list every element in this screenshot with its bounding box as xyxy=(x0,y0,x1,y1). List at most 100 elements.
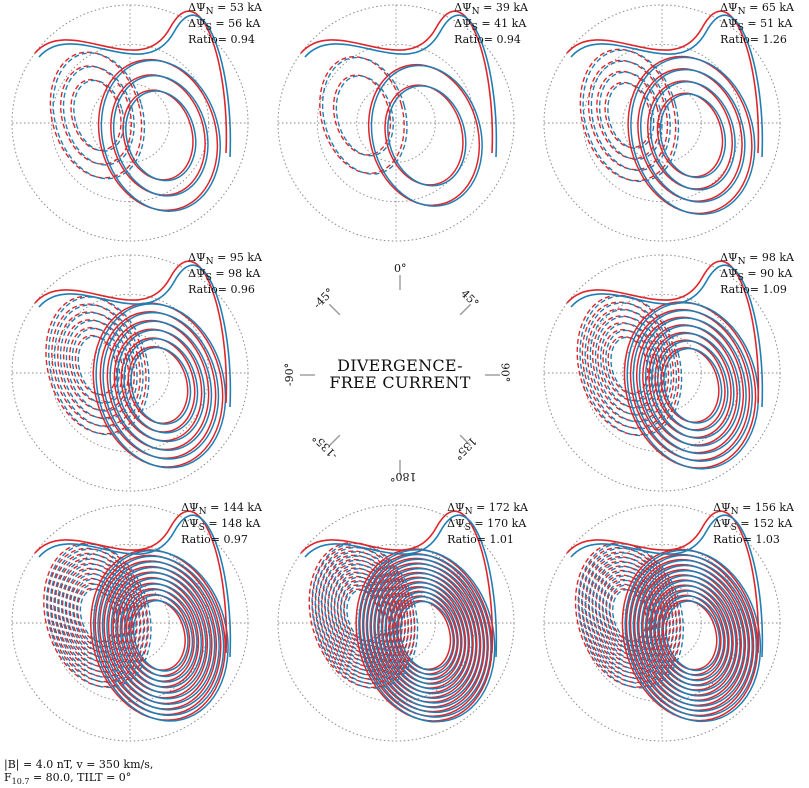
outer-ring xyxy=(11,504,249,742)
boundary-north xyxy=(566,260,760,404)
contour-north-dashed xyxy=(46,547,146,683)
delta-psi-s: 90 kA xyxy=(760,267,793,281)
ratio-value: 1.26 xyxy=(762,33,787,47)
contour-north-solid xyxy=(106,319,210,451)
contour-south-solid xyxy=(92,549,229,722)
contour-south-solid xyxy=(101,561,220,711)
contour-south-solid xyxy=(102,311,220,460)
stats-box: ΔΨN = 156 kA ΔΨS = 152 kA Ratio= 1.03 xyxy=(713,501,794,547)
contour-south-dashed xyxy=(584,552,678,680)
outer-ring xyxy=(543,4,781,242)
boundary-south xyxy=(38,514,232,658)
contour-north-solid xyxy=(647,80,733,190)
panel-7: ΔΨN = 172 kA ΔΨS = 170 kA Ratio= 1.01 xyxy=(274,502,534,752)
stats-box: ΔΨN = 144 kA ΔΨS = 148 kA Ratio= 0.97 xyxy=(181,501,262,547)
contour-north-solid xyxy=(635,316,745,454)
contour-north-solid xyxy=(103,565,213,705)
contour-south-dashed xyxy=(610,336,652,395)
contour-south-dashed xyxy=(71,327,126,404)
contour-north-solid xyxy=(384,84,464,186)
polar-plot xyxy=(277,504,515,742)
contour-north-solid xyxy=(120,337,196,433)
outer-ring xyxy=(543,504,781,742)
panel-6: ΔΨN = 144 kA ΔΨS = 148 kA Ratio= 0.97 xyxy=(8,502,268,752)
contour-south-dashed xyxy=(59,312,138,420)
contour-north-dashed xyxy=(308,541,416,689)
contour-south-solid xyxy=(644,324,741,447)
boundary-north xyxy=(300,510,494,654)
delta-psi-s: 56 kA xyxy=(228,17,261,31)
contour-north-dashed xyxy=(585,556,671,674)
contour-north-solid xyxy=(381,581,467,689)
delta-psi-n: 144 kA xyxy=(222,501,262,514)
delta-psi-s: 148 kA xyxy=(221,517,261,531)
contour-south-solid xyxy=(109,320,213,452)
contour-south-solid xyxy=(100,59,221,212)
contour-north-dashed xyxy=(49,51,143,179)
contour-south-solid xyxy=(128,594,194,678)
contour-south-dashed xyxy=(311,542,419,689)
delta-psi-n: 95 kA xyxy=(229,251,262,264)
contour-south-solid xyxy=(632,309,753,462)
contour-south-dashed xyxy=(577,543,684,689)
contour-south-solid xyxy=(388,586,466,685)
contour-south-dashed xyxy=(62,66,135,166)
ratio-value: 1.03 xyxy=(755,533,780,547)
boundary-south xyxy=(38,264,232,408)
contour-south-solid xyxy=(369,563,485,709)
stats-box: ΔΨN = 39 kA ΔΨS = 41 kA Ratio= 0.94 xyxy=(454,1,528,47)
contour-south-solid xyxy=(380,577,473,695)
stats-box: ΔΨN = 172 kA ΔΨS = 170 kA Ratio= 1.01 xyxy=(447,501,528,547)
contour-south-solid xyxy=(653,585,733,687)
contour-north-solid xyxy=(629,558,751,712)
footer-line-2: F10.7 = 80.0, TILT = 0° xyxy=(4,771,132,787)
contour-north-solid xyxy=(637,68,743,202)
delta-psi-n: 98 kA xyxy=(761,251,794,264)
contour-north-dashed xyxy=(318,554,406,676)
boundary-south xyxy=(570,264,764,408)
panel-3: ΔΨN = 65 kA ΔΨS = 51 kA Ratio= 1.26 xyxy=(540,2,800,252)
angle-label-neg45: -45° xyxy=(310,285,337,312)
angle-label-0: 0° xyxy=(394,262,407,275)
contour-south-solid xyxy=(370,64,483,207)
contour-south-solid xyxy=(644,574,741,697)
contour-south-dashed xyxy=(73,79,125,152)
contour-south-solid xyxy=(125,90,197,182)
contour-north-solid xyxy=(377,576,471,694)
outer-ring xyxy=(11,254,249,492)
delta-psi-n: 65 kA xyxy=(761,1,794,14)
boundary-south xyxy=(570,14,764,158)
contour-south-solid xyxy=(657,340,729,432)
contour-north-solid xyxy=(97,58,219,212)
contour-north-solid xyxy=(110,74,206,196)
contour-north-solid xyxy=(627,55,753,215)
footer-line-1: |B| = 4.0 nT, v = 350 km/s, xyxy=(4,758,154,771)
contour-south-dashed xyxy=(594,316,667,416)
stats-box: ΔΨN = 98 kA ΔΨS = 90 kA Ratio= 1.09 xyxy=(720,251,794,297)
contour-north-solid xyxy=(646,579,734,691)
delta-psi-s: 51 kA xyxy=(760,17,793,31)
contour-south-dashed xyxy=(49,548,148,684)
contour-south-dashed xyxy=(581,547,681,684)
contour-north-solid xyxy=(359,552,489,718)
boundary-north xyxy=(300,10,494,154)
polar-plot xyxy=(543,4,781,242)
contour-south-solid xyxy=(384,581,470,690)
contour-south-dashed xyxy=(607,82,655,150)
boundary-north xyxy=(566,10,760,154)
contour-south-dashed xyxy=(579,295,683,437)
contour-north-solid xyxy=(130,599,186,671)
contour-south-dashed xyxy=(53,553,145,679)
boundary-north xyxy=(34,260,228,404)
contour-north-dashed xyxy=(314,550,410,680)
contour-north-solid xyxy=(385,585,463,685)
stats-box: ΔΨN = 65 kA ΔΨS = 51 kA Ratio= 1.26 xyxy=(720,1,794,47)
contour-south-solid xyxy=(361,553,492,718)
delta-psi-s: 41 kA xyxy=(494,17,527,31)
contour-south-dashed xyxy=(53,304,144,428)
delta-psi-n: 39 kA xyxy=(495,1,528,14)
contour-south-solid xyxy=(624,549,762,723)
contour-north-dashed xyxy=(74,334,118,396)
panel-8: ΔΨN = 156 kA ΔΨS = 152 kA Ratio= 1.03 xyxy=(540,502,800,752)
contour-south-dashed xyxy=(584,302,678,430)
